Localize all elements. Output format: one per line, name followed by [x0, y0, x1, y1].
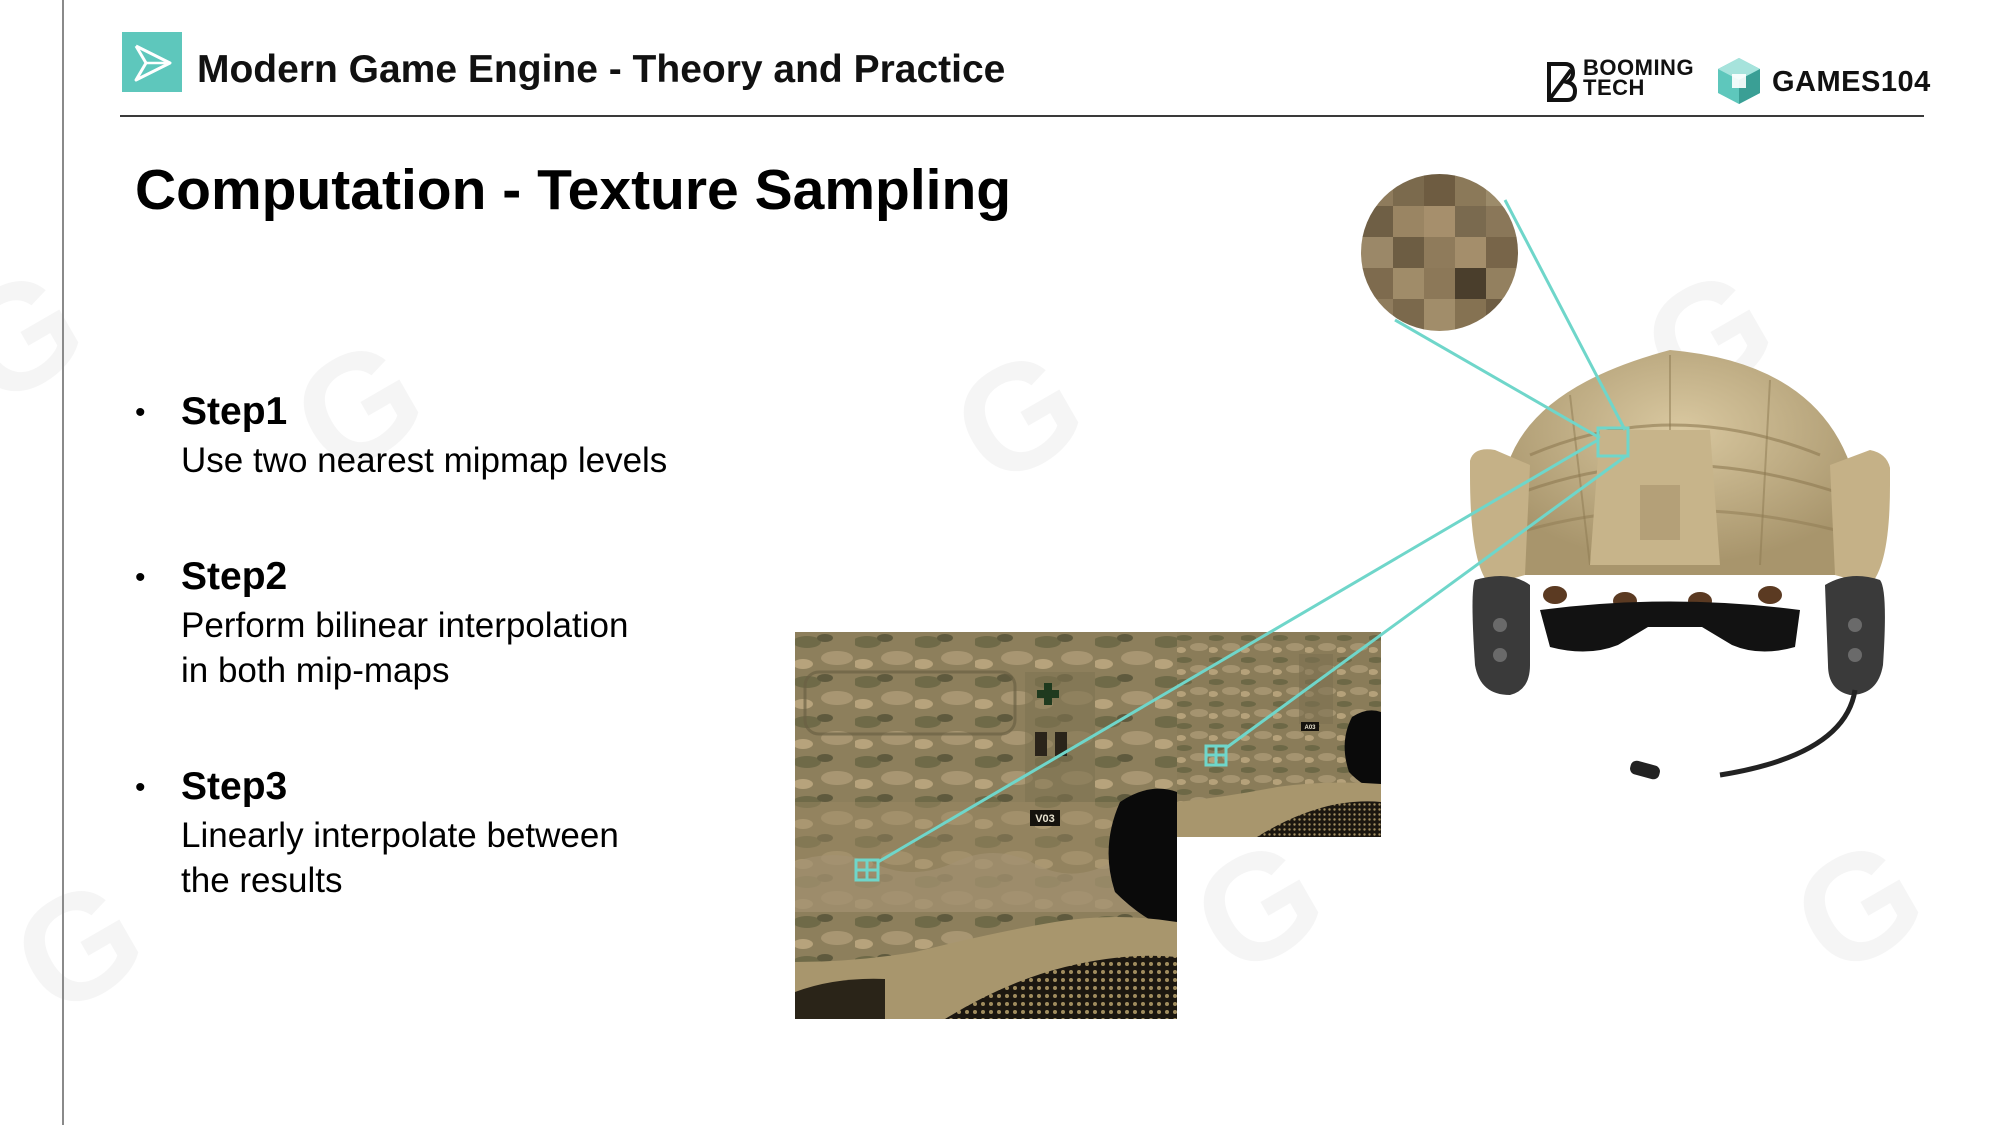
step-title: Step3	[181, 765, 288, 808]
bullet-icon: •	[135, 561, 146, 594]
watermark-logo: G	[0, 842, 172, 1050]
watermark-logo: G	[1765, 802, 1953, 1010]
bullet-icon: •	[135, 396, 146, 429]
zoomed-pixels-circle	[1361, 174, 1518, 331]
texture-label: A03	[1304, 725, 1316, 731]
games104-cube-icon	[1718, 58, 1760, 104]
watermark-logo: G	[925, 312, 1113, 520]
watermark-logo: G	[0, 232, 112, 440]
slide-title: Computation - Texture Sampling	[135, 158, 1012, 222]
mipmap-level-small-image: A03	[1177, 632, 1381, 837]
step-description: Perform bilinear interpolation in both m…	[181, 606, 629, 690]
header-divider	[120, 115, 1924, 117]
helmet-image	[1469, 335, 1891, 785]
step-description: Linearly interpolate between the results	[181, 816, 619, 900]
course-title: Modern Game Engine - Theory and Practice	[197, 48, 1006, 91]
mipmap-level-large-image: V03	[795, 632, 1177, 1019]
step-title: Step2	[181, 555, 288, 598]
step-description: Use two nearest mipmap levels	[181, 441, 668, 480]
step-title: Step1	[181, 390, 288, 433]
texture-label: V03	[1035, 813, 1055, 825]
games104-wordmark: GAMES104	[1772, 66, 1931, 98]
left-border-line	[62, 0, 64, 1125]
bullet-icon: •	[135, 771, 146, 804]
course-logo-icon	[122, 32, 182, 92]
games104-logo: GAMES104	[1716, 56, 1930, 108]
booming-tech-wordmark: BOOMING TECH	[1583, 55, 1695, 100]
booming-tech-logo: BOOMING TECH	[1545, 55, 1700, 108]
booming-tech-icon	[1547, 62, 1578, 102]
